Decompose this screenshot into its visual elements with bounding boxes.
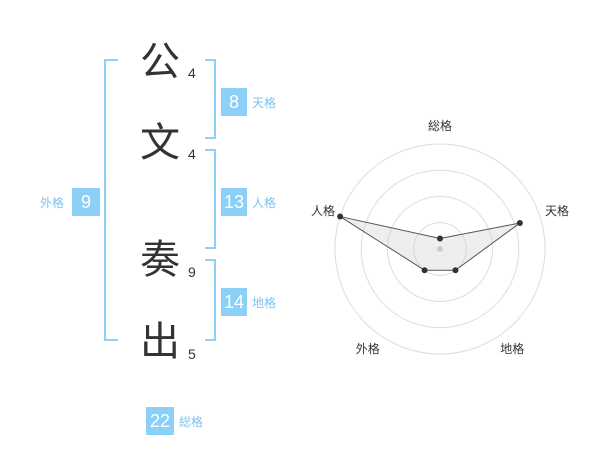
radar-axis-label-4: 人格 xyxy=(311,203,336,218)
radar-point-外格 xyxy=(421,267,428,274)
radar-axis-label-0: 総格 xyxy=(428,119,453,133)
radar-ring-3 xyxy=(360,169,520,329)
stroke-count-4: 5 xyxy=(188,346,196,362)
radar-point-人格 xyxy=(337,213,344,220)
radar-point-総格 xyxy=(437,235,443,242)
radar-ring-1 xyxy=(413,222,467,276)
radar-point-地格 xyxy=(452,267,459,274)
tenkaku-bracket xyxy=(205,59,216,139)
jinkaku-value-box: 13 xyxy=(221,188,247,216)
radar-axis-label-2: 地格 xyxy=(500,341,525,356)
chikaku-label: 地格 xyxy=(252,296,277,310)
tenkaku-value-box: 8 xyxy=(221,88,247,116)
jinkaku-bracket xyxy=(205,149,216,249)
name-char-3: 奏 xyxy=(140,237,180,283)
chikaku-bracket xyxy=(205,259,216,341)
radar-series-area xyxy=(339,216,521,271)
radar-axis-label-1: 天格 xyxy=(544,203,569,218)
gaikaku-label: 外格 xyxy=(40,196,65,210)
radar-axis-label-3: 外格 xyxy=(355,341,380,356)
radar-point-天格 xyxy=(516,220,523,227)
radar-ring-4 xyxy=(334,143,546,355)
soukaku-label: 総格 xyxy=(179,415,204,429)
gaikaku-value-box: 9 xyxy=(72,188,100,216)
stroke-count-3: 9 xyxy=(188,264,196,280)
tenkaku-label: 天格 xyxy=(252,96,277,110)
radar-ring-2 xyxy=(387,196,493,302)
stroke-count-2: 4 xyxy=(188,146,196,162)
stroke-count-1: 4 xyxy=(188,65,196,81)
name-char-4: 出 xyxy=(140,319,180,365)
jinkaku-label: 人格 xyxy=(252,196,277,210)
name-char-2: 文 xyxy=(140,120,180,166)
chikaku-value-box: 14 xyxy=(221,288,247,316)
soukaku-value-box: 22 xyxy=(146,407,174,435)
name-char-1: 公 xyxy=(140,39,180,85)
gaikaku-bracket xyxy=(104,59,118,341)
radar-center-dot xyxy=(437,246,443,252)
